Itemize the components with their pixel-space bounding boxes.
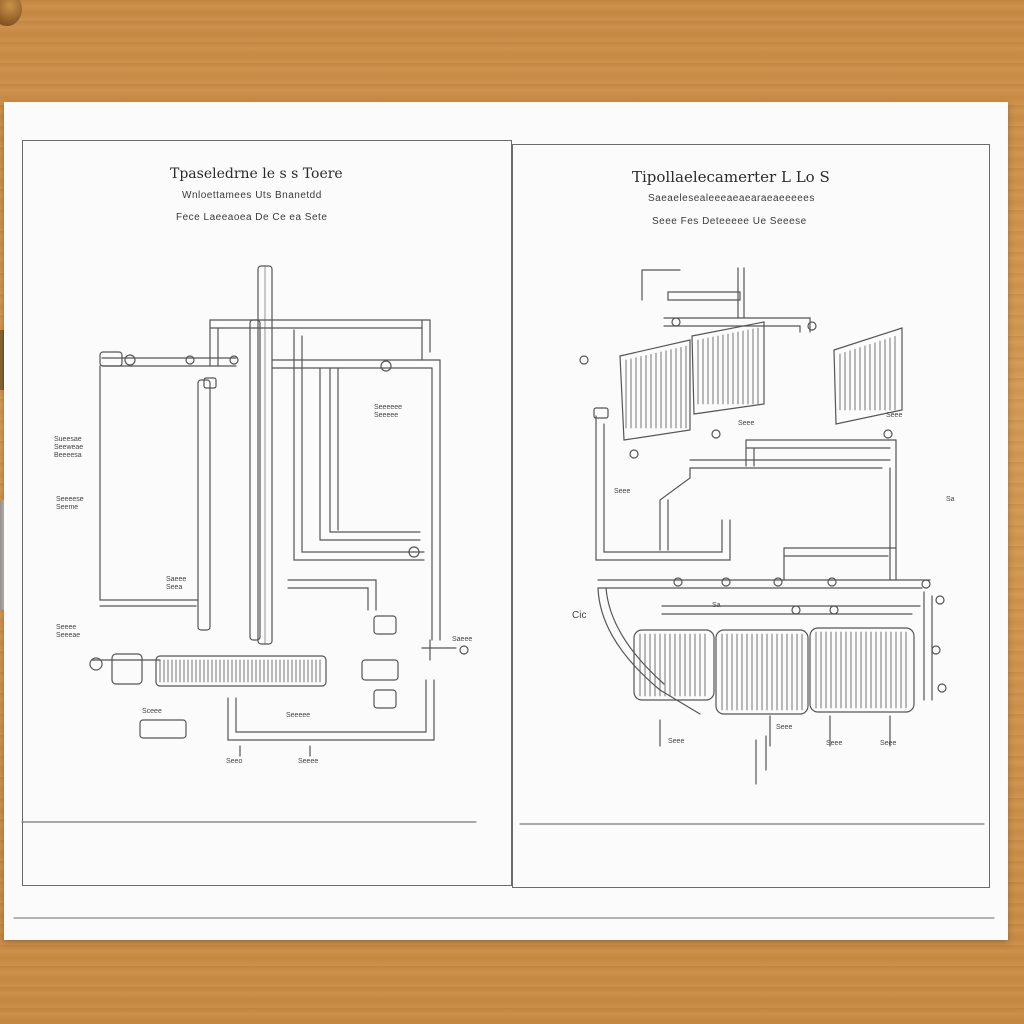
label-l9: Seeo (226, 758, 243, 765)
label-r7: Cic (572, 610, 587, 621)
right-radiator-top-left (619, 339, 691, 441)
brass-knob (0, 0, 22, 26)
label-r10: Seee (886, 412, 903, 419)
left-sheet-title: Tpaseledrne le s s Toere (170, 166, 343, 182)
left-small-tank (361, 659, 399, 681)
right-top-bracket (667, 291, 741, 301)
right-sheet-note: Seee Fes Deteeeee Ue Seeese (652, 216, 807, 227)
left-pump-fitting (89, 657, 103, 671)
left-drop-pipe (197, 379, 211, 631)
left-outer-return-pipe (99, 365, 199, 601)
right-sheet-title: Tipollaelecamerter L Lo S (632, 168, 830, 186)
left-sheet-border (22, 140, 512, 886)
label-l3: Saeee Seea (166, 576, 187, 591)
label-l6: Saeee (452, 636, 473, 643)
left-pipe-network (89, 265, 469, 757)
label-l10: Seeee (298, 758, 319, 765)
left-upper-header-pipe (209, 319, 431, 329)
label-l5: Seeeeee Seeeee (374, 404, 403, 419)
left-gauge-box (373, 615, 397, 635)
label-r5: Seee (776, 724, 793, 731)
left-top-header-pipe (101, 357, 237, 367)
label-r9: Seee (738, 420, 755, 427)
label-r8: Seee (880, 740, 897, 747)
left-sheet-note: Fece Laeeaoea De Ce ea Sete (176, 212, 328, 223)
blueprint-paper (4, 102, 1008, 940)
right-pipe-network (579, 267, 947, 785)
left-pump-body (111, 653, 143, 685)
right-radiator-top-right (833, 327, 903, 425)
right-radiator-bottom-2 (715, 629, 809, 715)
right-sheet-subtitle: Saeaelesealeeeaeaearaeaeeeees (648, 193, 815, 204)
label-l8: Seeeee (286, 712, 311, 719)
left-right-vertical-pipe (431, 359, 441, 641)
right-mid-header (689, 459, 891, 469)
left-sheet-subtitle: Wnloettamees Uts Bnanetdd (182, 190, 322, 201)
left-bottom-return-pipe (227, 679, 435, 741)
label-r3: Seee (668, 738, 685, 745)
right-sheet-border (512, 144, 990, 888)
label-r2: Sa (946, 496, 955, 503)
label-l4: Seeee Seeeae (56, 624, 81, 639)
label-r1: Seee (614, 488, 631, 495)
label-r6: Seee (826, 740, 843, 747)
left-heating-coil (155, 655, 327, 687)
right-radiator-bottom-1 (633, 629, 715, 701)
right-radiator-bottom-3 (809, 627, 915, 713)
left-mid-header-pipe (271, 359, 441, 369)
left-expansion-tank (139, 719, 187, 739)
right-radiator-top-middle (691, 321, 765, 415)
label-l7: Sceee (142, 708, 162, 715)
left-valve-1 (99, 351, 123, 367)
label-l2: Seeeese Seeme (56, 496, 84, 511)
label-l1: Sueesae Seeweae Beeeesa (54, 436, 84, 459)
right-main-header (597, 579, 931, 589)
